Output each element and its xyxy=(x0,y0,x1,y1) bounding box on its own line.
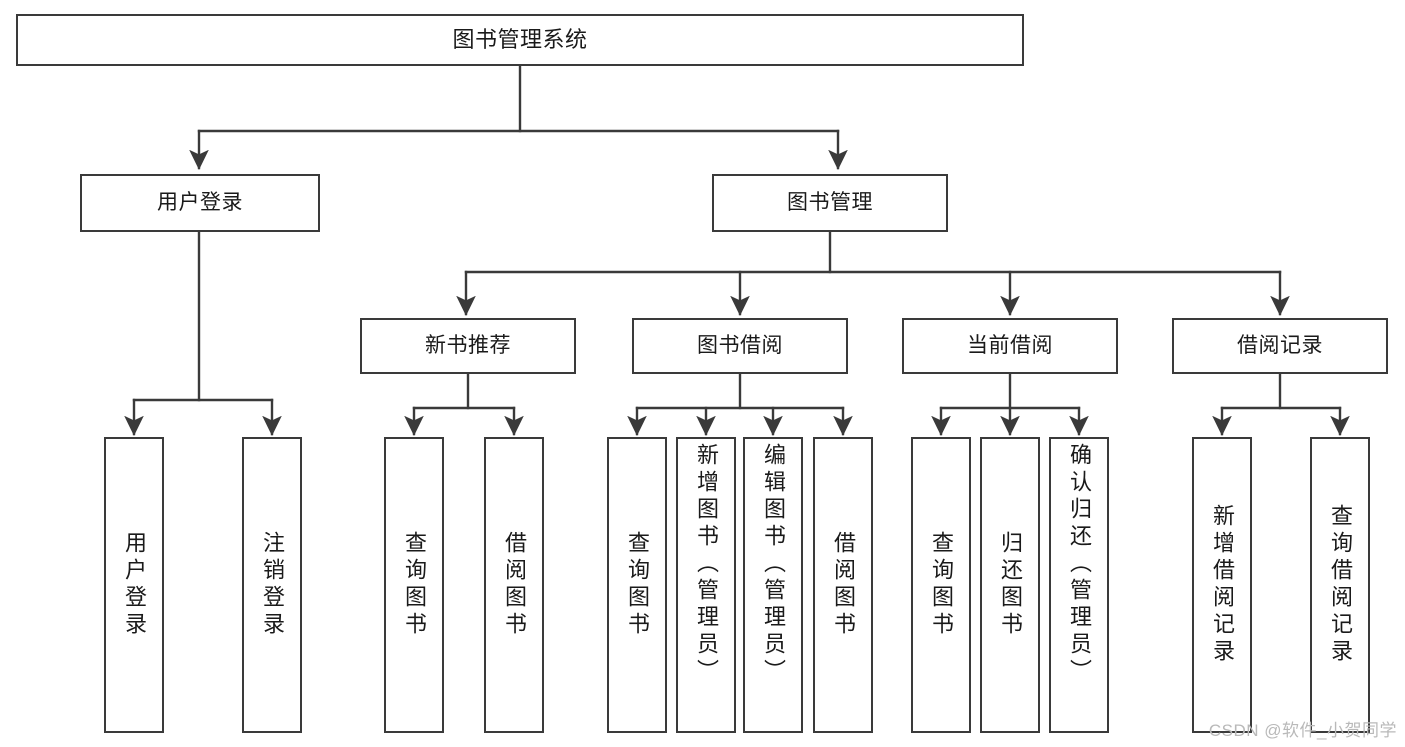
leaf-borrow-book-recommend[interactable]: 借阅图书 xyxy=(484,437,544,733)
node-borrow-records[interactable]: 借阅记录 xyxy=(1172,318,1388,374)
node-label: 用户登录 xyxy=(157,190,243,214)
leaf-query-book-current[interactable]: 查询图书 xyxy=(911,437,971,733)
leaf-query-book-borrow[interactable]: 查询图书 xyxy=(607,437,667,733)
csdn-watermark: CSDN @软件_小贺同学 xyxy=(1208,721,1397,740)
leaf-return-book[interactable]: 归还图书 xyxy=(980,437,1040,733)
node-label: 图书管理 xyxy=(787,190,873,214)
leaf-query-book-recommend[interactable]: 查询图书 xyxy=(384,437,444,733)
node-label: 借阅图书 xyxy=(831,531,856,639)
node-user-login[interactable]: 用户登录 xyxy=(80,174,320,232)
node-label: 图书管理系统 xyxy=(452,27,588,53)
leaf-confirm-return-admin[interactable]: 确认归还（管理员） xyxy=(1049,437,1109,733)
leaf-edit-book-admin[interactable]: 编辑图书（管理员） xyxy=(743,437,803,733)
node-label: 当前借阅 xyxy=(967,333,1053,357)
leaf-logout[interactable]: 注销登录 xyxy=(242,437,302,733)
node-label: 用户登录 xyxy=(122,531,147,639)
node-label: 编辑图书（管理员） xyxy=(761,443,786,686)
node-label: 归还图书 xyxy=(998,531,1023,639)
leaf-add-borrow-record[interactable]: 新增借阅记录 xyxy=(1192,437,1252,733)
node-current-borrow[interactable]: 当前借阅 xyxy=(902,318,1118,374)
node-label: 新增借阅记录 xyxy=(1210,504,1235,666)
node-book-borrow[interactable]: 图书借阅 xyxy=(632,318,848,374)
node-new-book-recommend[interactable]: 新书推荐 xyxy=(360,318,576,374)
node-label: 确认归还（管理员） xyxy=(1067,443,1092,686)
node-label: 注销登录 xyxy=(260,531,285,639)
node-label: 新增图书（管理员） xyxy=(694,443,719,686)
node-root-system[interactable]: 图书管理系统 xyxy=(16,14,1024,66)
node-label: 查询图书 xyxy=(402,531,427,639)
node-label: 查询图书 xyxy=(625,531,650,639)
node-label: 图书借阅 xyxy=(697,333,783,357)
node-book-management[interactable]: 图书管理 xyxy=(712,174,948,232)
node-label: 查询图书 xyxy=(929,531,954,639)
leaf-query-borrow-record[interactable]: 查询借阅记录 xyxy=(1310,437,1370,733)
node-label: 借阅图书 xyxy=(502,531,527,639)
node-label: 新书推荐 xyxy=(425,333,511,357)
leaf-add-book-admin[interactable]: 新增图书（管理员） xyxy=(676,437,736,733)
leaf-user-login[interactable]: 用户登录 xyxy=(104,437,164,733)
leaf-borrow-book[interactable]: 借阅图书 xyxy=(813,437,873,733)
node-label: 查询借阅记录 xyxy=(1328,504,1353,666)
node-label: 借阅记录 xyxy=(1237,333,1323,357)
